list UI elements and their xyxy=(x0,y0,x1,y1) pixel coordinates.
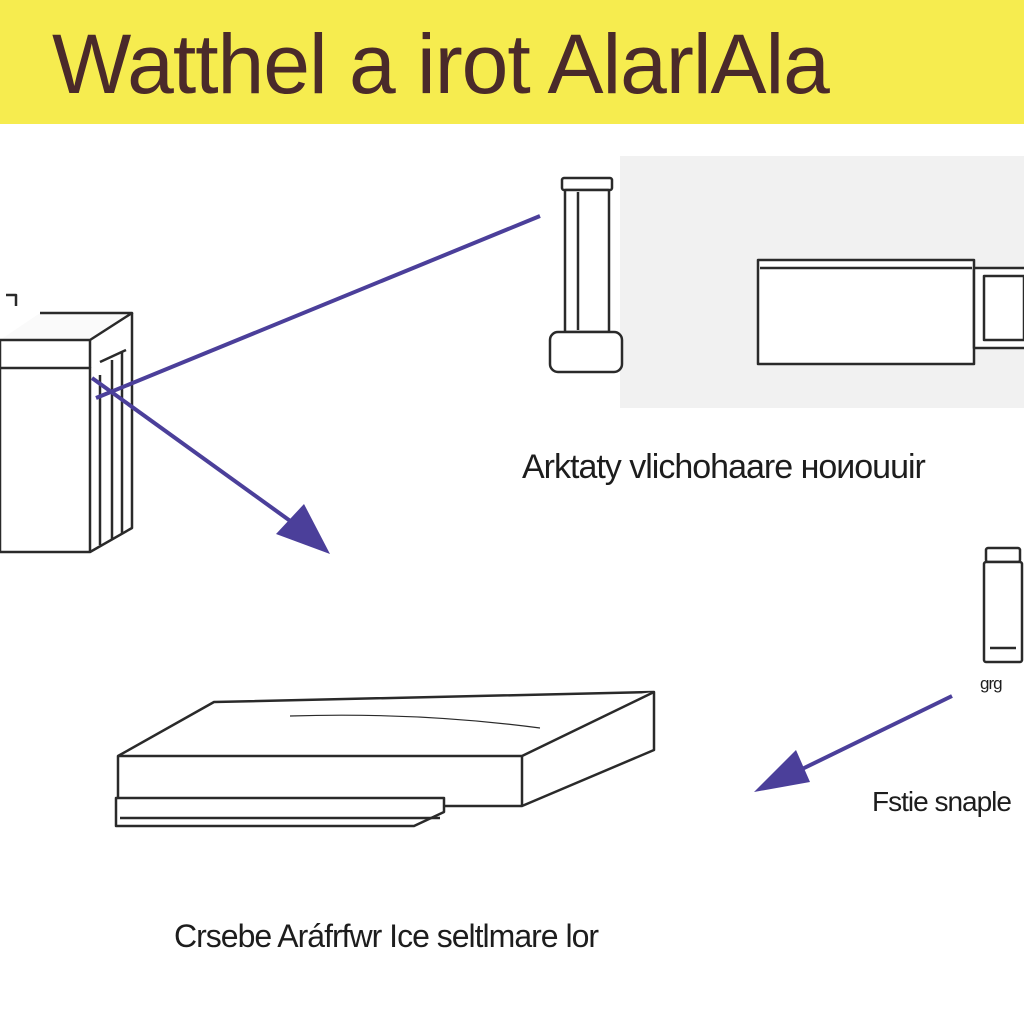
panel-unit-icon xyxy=(756,258,1024,366)
banner-title: Watthel a irot AlarlAla xyxy=(52,17,830,111)
battery-caption: grg xyxy=(980,674,1003,693)
cabinet-icon xyxy=(0,293,134,554)
flat-slab-icon xyxy=(114,690,656,828)
battery-icon xyxy=(982,546,1024,664)
slab-side-caption: Fstie snaple xyxy=(872,786,1012,817)
arrow-to-slab xyxy=(754,694,953,792)
arrow-to-cylinder xyxy=(95,214,541,400)
arrow-down-left-to-center xyxy=(90,376,330,554)
cylinder-device-icon xyxy=(548,176,624,374)
title-banner: Watthel a irot AlarlAla xyxy=(0,0,1024,124)
panel-caption: Arktaty vlichohaare ноиouuir xyxy=(522,448,926,486)
bottom-caption: Crsebe Aráfrfwr Ice seltlmare lor xyxy=(174,918,599,954)
